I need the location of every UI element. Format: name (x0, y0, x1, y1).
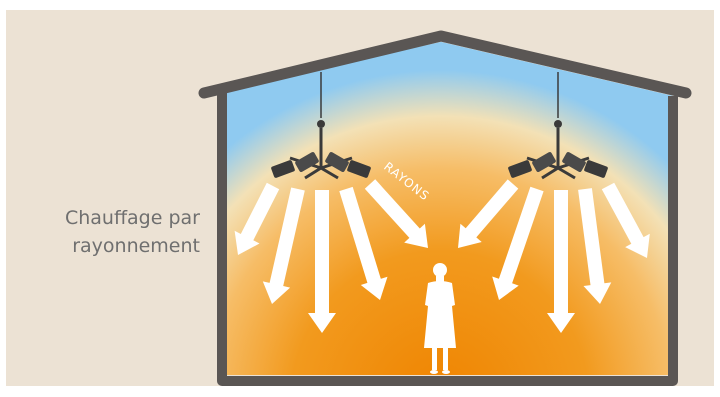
heat-ray-arrow-icon (308, 190, 336, 333)
heat-ray-arrow-icon (547, 190, 575, 333)
caption-line-1: Chauffage par (64, 207, 200, 229)
heat-ray-arrow-icon (601, 182, 650, 258)
heat-rays (234, 179, 650, 333)
heat-ray-arrow-icon (262, 187, 305, 304)
heat-ray-arrow-icon (234, 182, 280, 255)
caption-line-2: rayonnement (72, 235, 200, 257)
heat-ray-arrow-icon (339, 186, 388, 300)
heat-ray-arrow-icon (578, 188, 612, 304)
roof-outline (198, 30, 692, 99)
heat-ray-arrow-icon (364, 179, 428, 248)
house-frame (198, 30, 692, 386)
heat-ray-arrow-icon (492, 186, 544, 300)
wall-outline (217, 92, 678, 386)
heat-ray-arrow-icon (458, 179, 519, 248)
person-silhouette-icon (424, 263, 456, 374)
heater-right (508, 72, 608, 180)
caption: Chauffage par rayonnement (20, 204, 200, 260)
heater-left (271, 72, 371, 180)
